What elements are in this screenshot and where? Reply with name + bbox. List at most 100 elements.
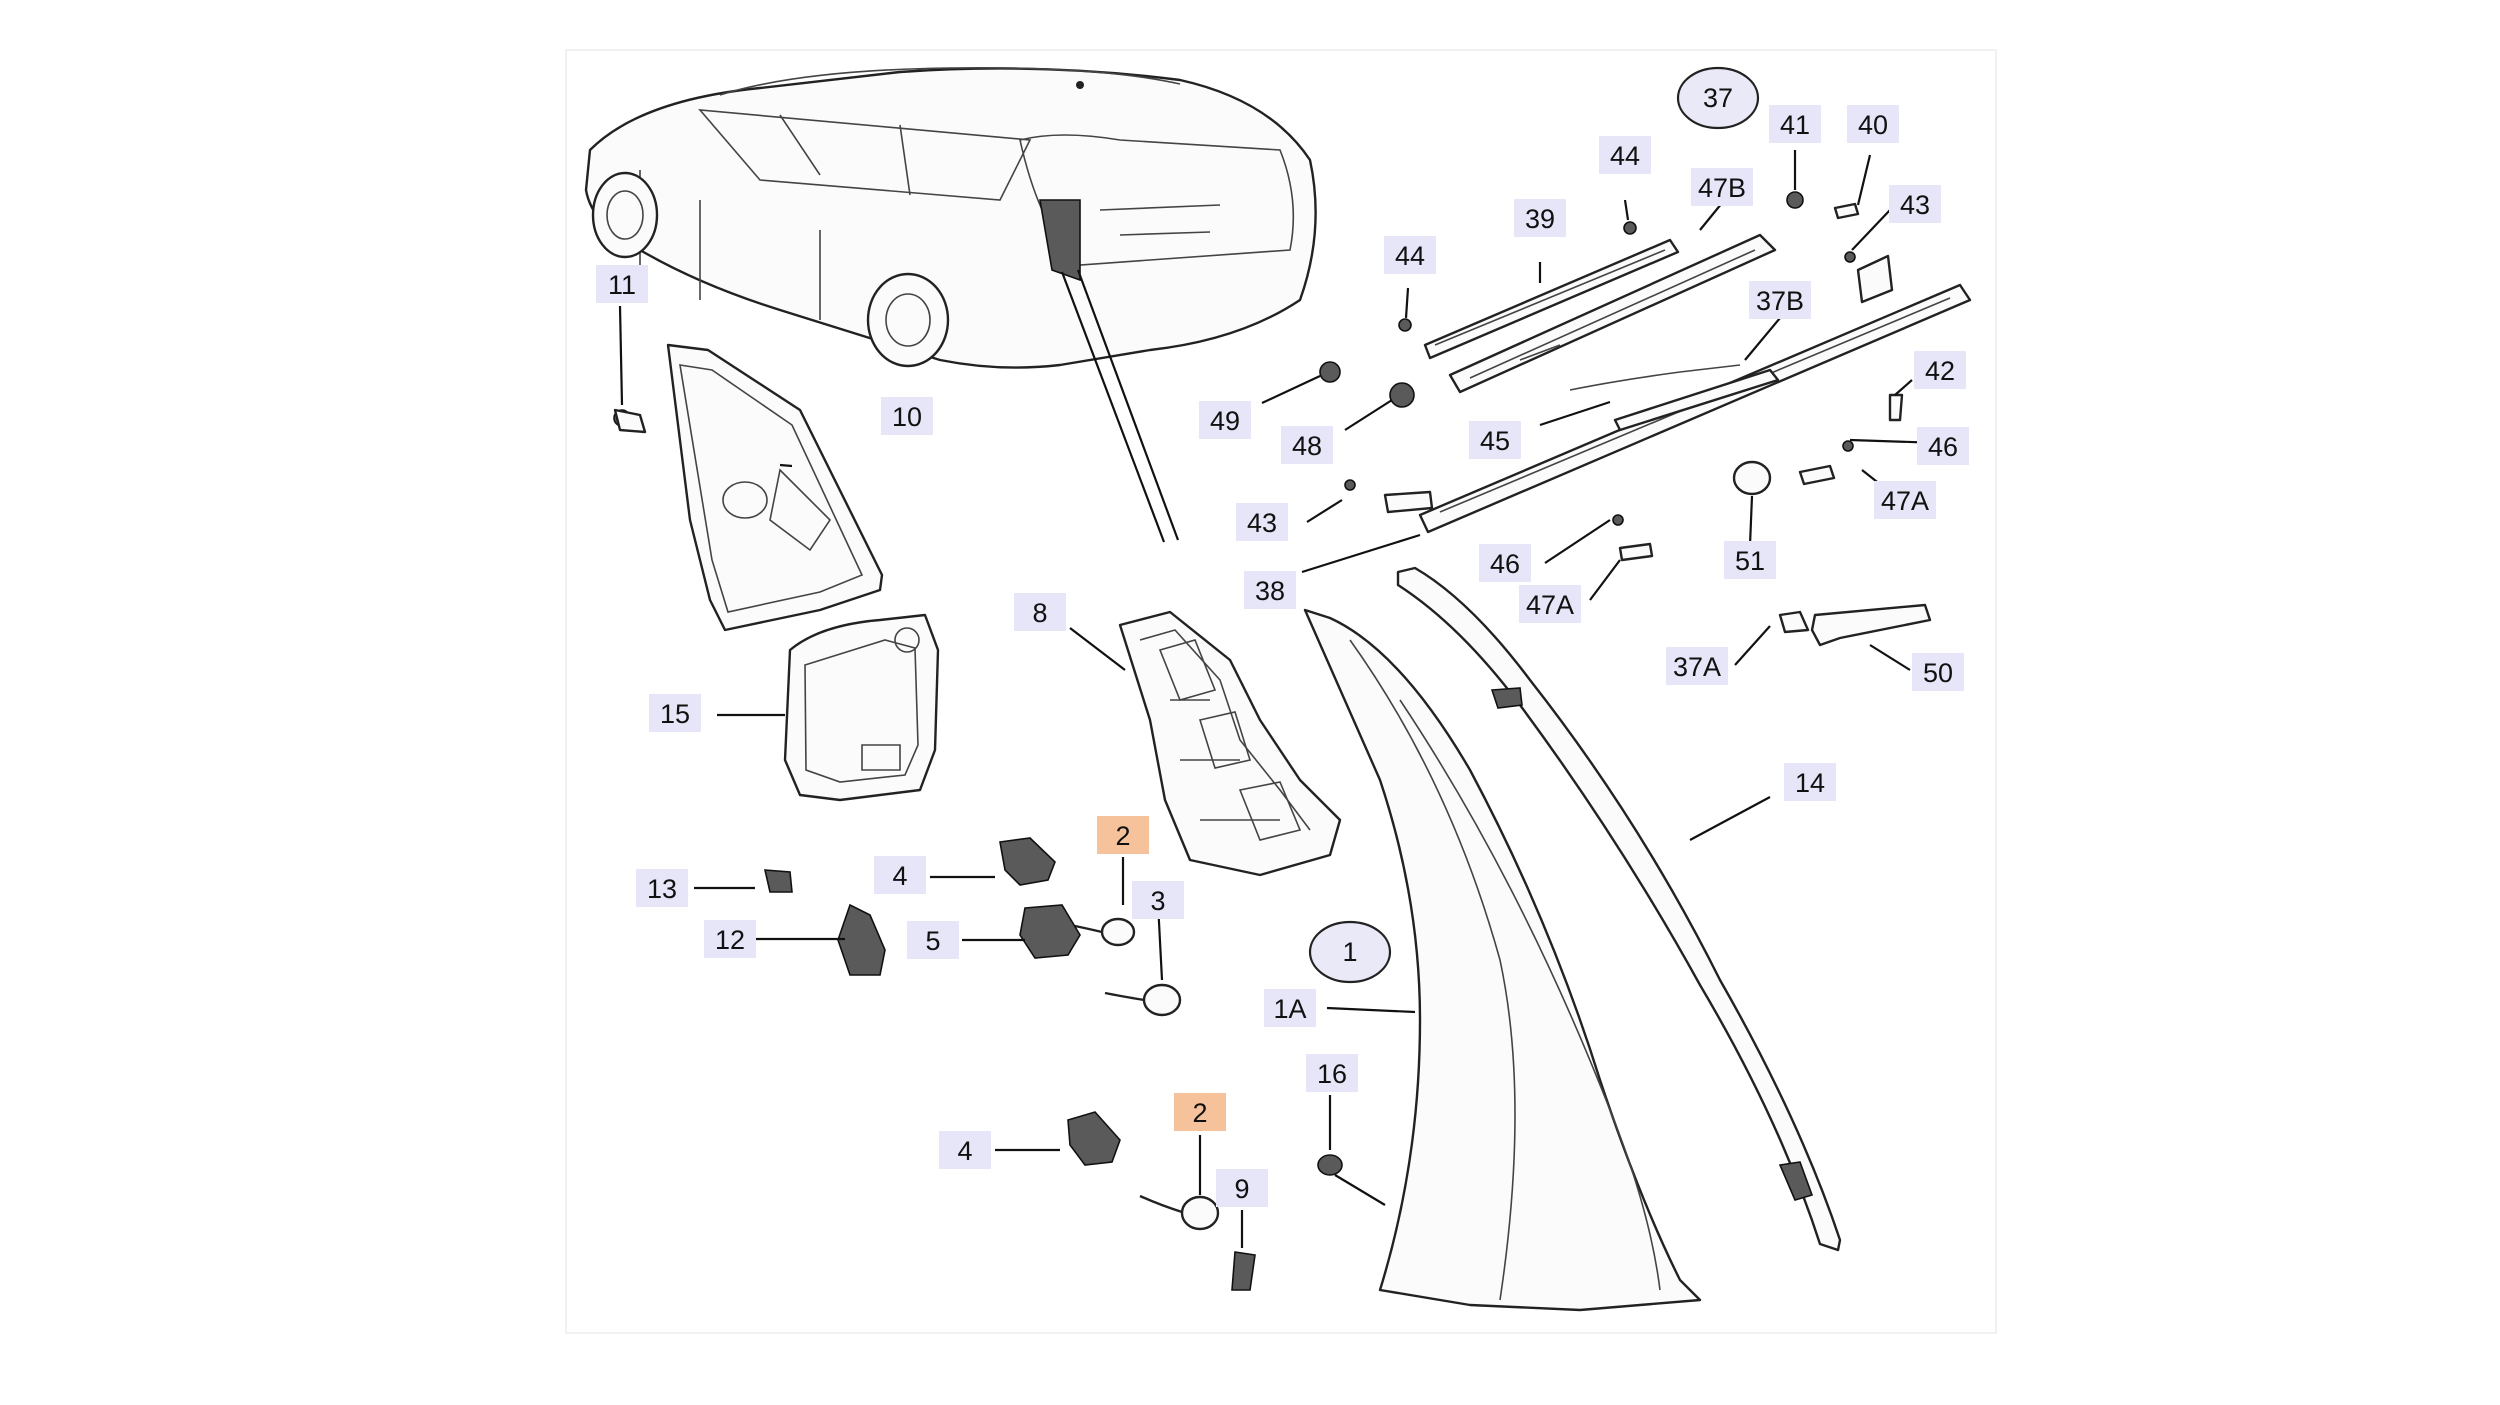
- part-label-40: 40: [1847, 105, 1899, 143]
- part-label-text: 14: [1795, 768, 1825, 798]
- part-label-47a: 47A: [1874, 481, 1936, 519]
- part-label-box: [1914, 351, 1966, 389]
- group-labels: 37 1: [1308, 66, 1760, 984]
- part-label-box: [1749, 281, 1811, 319]
- part-label-box: [596, 265, 648, 303]
- part-label-8: 8: [1014, 593, 1066, 631]
- part-label-box: [1236, 503, 1288, 541]
- part-label-box: [1132, 881, 1184, 919]
- part-label-box: [881, 397, 933, 435]
- part-label-48: 48: [1281, 426, 1333, 464]
- part-label-text: 2: [1192, 1098, 1207, 1128]
- part-label-text: 51: [1735, 546, 1765, 576]
- part-label-box: [1912, 653, 1964, 691]
- part-label-39: 39: [1514, 199, 1566, 237]
- part-label-14: 14: [1784, 763, 1836, 801]
- part-label-box: [939, 1131, 991, 1169]
- part-label-text: 15: [660, 699, 690, 729]
- part-label-box: [1199, 401, 1251, 439]
- part-label-3: 3: [1132, 881, 1184, 919]
- part-label-box: [1847, 105, 1899, 143]
- part-label-text: 47A: [1881, 486, 1929, 516]
- part-label-43: 43: [1236, 503, 1288, 541]
- part-label-4: 4: [939, 1131, 991, 1169]
- part-label-text: 4: [892, 861, 907, 891]
- part-label-box: [1216, 1169, 1268, 1207]
- part-label-box: [1174, 1093, 1226, 1131]
- part-label-12: 12: [704, 920, 756, 958]
- group-label-oval: 1: [1308, 920, 1392, 984]
- part-label-box: [704, 920, 756, 958]
- part-label-text: 37A: [1673, 652, 1721, 682]
- part-label-42: 42: [1914, 351, 1966, 389]
- part-label-text: 10: [892, 402, 922, 432]
- part-label-box: [1479, 544, 1531, 582]
- part-label-box: [1244, 571, 1296, 609]
- part-label-45: 45: [1469, 421, 1521, 459]
- part-label-43: 43: [1889, 185, 1941, 223]
- part-label-text: 1A: [1273, 994, 1306, 1024]
- group-label-oval: 37: [1676, 66, 1760, 130]
- part-label-text: 40: [1858, 110, 1888, 140]
- part-label-10: 10: [881, 397, 933, 435]
- part-label-text: 47A: [1526, 590, 1574, 620]
- part-label-11: 11: [596, 265, 648, 303]
- part-label-text: 43: [1247, 508, 1277, 538]
- part-label-text: 47B: [1698, 173, 1746, 203]
- part-label-47a: 47A: [1519, 585, 1581, 623]
- part-label-text: 46: [1928, 432, 1958, 462]
- part-label-text: 39: [1525, 204, 1555, 234]
- lamp-holder-part: [1118, 610, 1342, 877]
- part-label-text: 11: [608, 270, 636, 300]
- part-label-box: [1889, 185, 1941, 223]
- car-illustration: [584, 67, 1317, 543]
- part-label-text: 2: [1115, 821, 1130, 851]
- part-label-50: 50: [1912, 653, 1964, 691]
- part-label-box: [1599, 136, 1651, 174]
- part-label-text: 49: [1210, 406, 1240, 436]
- part-label-box: [1264, 989, 1316, 1027]
- part-label-text: 41: [1780, 110, 1810, 140]
- part-label-text: 45: [1480, 426, 1510, 456]
- part-label-text: 5: [925, 926, 940, 956]
- part-label-box: [636, 869, 688, 907]
- part-label-49: 49: [1199, 401, 1251, 439]
- lens-cover-part: [1303, 608, 1702, 1312]
- part-label-text: 42: [1925, 356, 1955, 386]
- group-label-text: 1: [1342, 937, 1357, 967]
- trim-strip-part: [1396, 566, 1842, 1252]
- part-label-5: 5: [907, 921, 959, 959]
- part-label-text: 48: [1292, 431, 1322, 461]
- part-label-box: [1691, 168, 1753, 206]
- part-label-box: [1281, 426, 1333, 464]
- part-label-box: [1666, 647, 1728, 685]
- upper-rail-parts: [1319, 191, 1972, 647]
- part-label-box: [1784, 763, 1836, 801]
- part-label-15: 15: [649, 694, 701, 732]
- part-label-box: [1384, 236, 1436, 274]
- part-label-13: 13: [636, 869, 688, 907]
- part-label-47b: 47B: [1691, 168, 1753, 206]
- part-label-text: 37B: [1756, 286, 1804, 316]
- part-label-box: [1514, 199, 1566, 237]
- part-label-box: [1769, 105, 1821, 143]
- part-label-1a: 1A: [1264, 989, 1316, 1027]
- part-label-37a: 37A: [1666, 647, 1728, 685]
- part-label-text: 46: [1490, 549, 1520, 579]
- part-label-9: 9: [1216, 1169, 1268, 1207]
- part-label-4: 4: [874, 856, 926, 894]
- part-label-box: [1874, 481, 1936, 519]
- part-label-text: 38: [1255, 576, 1285, 606]
- part-label-box: [1306, 1054, 1358, 1092]
- part-label-text: 43: [1900, 190, 1930, 220]
- part-label-box: [1917, 427, 1969, 465]
- part-label-46: 46: [1479, 544, 1531, 582]
- part-label-text: 4: [957, 1136, 972, 1166]
- part-label-box: [1014, 593, 1066, 631]
- part-label-text: 44: [1395, 241, 1425, 271]
- part-label-text: 8: [1032, 598, 1047, 628]
- part-label-16: 16: [1306, 1054, 1358, 1092]
- part-label-44: 44: [1384, 236, 1436, 274]
